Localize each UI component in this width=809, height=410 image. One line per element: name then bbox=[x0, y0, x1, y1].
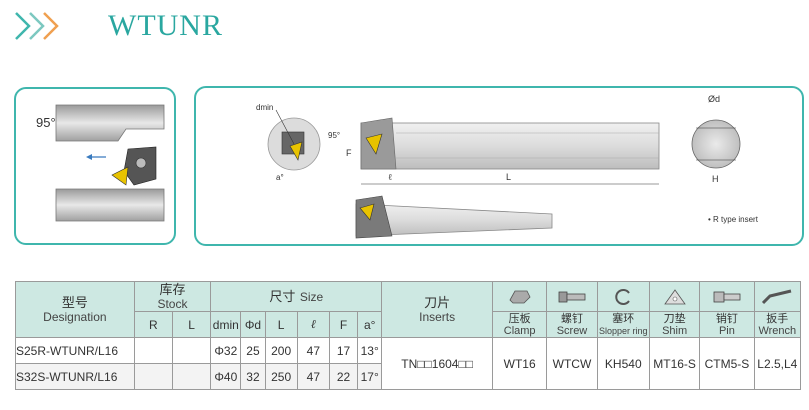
header: WTUNR bbox=[12, 6, 223, 46]
screw-icon bbox=[546, 281, 598, 312]
designation-cell: S32S-WTUNR/L16 bbox=[15, 363, 135, 390]
svg-text:ℓ: ℓ bbox=[388, 172, 392, 182]
dim-d-header: Φd bbox=[240, 311, 266, 338]
svg-text:dmin: dmin bbox=[256, 103, 273, 112]
toolholder-diagram: dmin a° 95° F ℓ L Ød H • R type insert bbox=[256, 94, 759, 239]
designation-header: 型号 Designation bbox=[15, 281, 135, 338]
stock-r-cell bbox=[133, 363, 173, 390]
a-cell: 17° bbox=[357, 363, 383, 390]
screw-cell: WTCW bbox=[546, 337, 598, 390]
svg-text:F: F bbox=[346, 148, 352, 158]
stock-l-cell bbox=[171, 363, 212, 390]
left-angle-label: 95° bbox=[36, 115, 56, 130]
L-cell: 250 bbox=[264, 363, 298, 390]
wrench-header: 扳手 Wrench bbox=[753, 311, 802, 338]
ring-cell: KH540 bbox=[596, 337, 650, 390]
triple-chevron-icon bbox=[15, 12, 59, 40]
l-cell: 47 bbox=[296, 337, 330, 364]
spec-table: 型号 Designation 库存 Stock 尺寸 Size 刀片 Inser… bbox=[15, 281, 802, 390]
stock-header: 库存 Stock bbox=[133, 281, 212, 312]
dim-F-header: F bbox=[328, 311, 359, 338]
d-cell: 32 bbox=[240, 363, 266, 390]
svg-text:a°: a° bbox=[276, 173, 284, 182]
clamp-cell: WT16 bbox=[491, 337, 548, 390]
insert-header: 刀片 Inserts bbox=[381, 281, 493, 338]
table-row: S25R-WTUNR/L16 Φ32 25 200 47 17 13° TN□□… bbox=[15, 337, 802, 390]
ring-header: 塞环 Slopper ring bbox=[596, 311, 650, 338]
clamp-icon bbox=[491, 281, 548, 312]
pin-icon bbox=[699, 281, 755, 312]
stock-l-header: L bbox=[171, 311, 212, 338]
size-header: 尺寸 Size bbox=[210, 281, 383, 312]
toolholder-diagram-panel: dmin a° 95° F ℓ L Ød H • R type insert bbox=[194, 86, 804, 246]
boring-diagram: 95° bbox=[36, 104, 165, 222]
pin-cell: CTM5-S bbox=[699, 337, 755, 390]
svg-text:Ød: Ød bbox=[708, 94, 720, 104]
svg-text:H: H bbox=[712, 174, 719, 184]
svg-text:L: L bbox=[506, 172, 511, 182]
dim-dmin-header: dmin bbox=[210, 311, 242, 338]
dmin-cell: Φ40 bbox=[210, 363, 242, 390]
pin-header: 销钉 Pin bbox=[699, 311, 755, 338]
L-cell: 200 bbox=[264, 337, 298, 364]
dim-L-header: L bbox=[264, 311, 298, 338]
clamp-header: 压板 Clamp bbox=[491, 311, 548, 338]
F-cell: 22 bbox=[328, 363, 359, 390]
wrench-cell: L2.5,L4 bbox=[753, 337, 802, 390]
a-cell: 13° bbox=[357, 337, 383, 364]
shim-header: 刀垫 Shim bbox=[648, 311, 701, 338]
dim-a-header: a° bbox=[357, 311, 383, 338]
dmin-cell: Φ32 bbox=[210, 337, 242, 364]
stock-r-header: R bbox=[133, 311, 173, 338]
insert-cell: TN□□1604□□ bbox=[381, 337, 493, 390]
boring-diagram-panel: 95° bbox=[14, 87, 176, 245]
dim-l-header: ℓ bbox=[296, 311, 330, 338]
r-type-note: • R type insert bbox=[708, 215, 759, 224]
designation-cell: S25R-WTUNR/L16 bbox=[15, 337, 135, 364]
shim-cell: MT16-S bbox=[648, 337, 701, 390]
page-title: WTUNR bbox=[108, 9, 223, 42]
wrench-icon bbox=[753, 281, 802, 312]
stock-l-cell bbox=[171, 337, 212, 364]
l-cell: 47 bbox=[296, 363, 330, 390]
table-row: S32S-WTUNR/L16 Φ40 32 250 47 22 17° bbox=[15, 363, 801, 390]
ring-icon bbox=[596, 281, 650, 312]
F-cell: 17 bbox=[328, 337, 359, 364]
d-cell: 25 bbox=[240, 337, 266, 364]
screw-header: 螺钉 Screw bbox=[546, 311, 598, 338]
svg-text:95°: 95° bbox=[328, 131, 340, 140]
shim-icon bbox=[648, 281, 701, 312]
stock-r-cell bbox=[133, 337, 173, 364]
